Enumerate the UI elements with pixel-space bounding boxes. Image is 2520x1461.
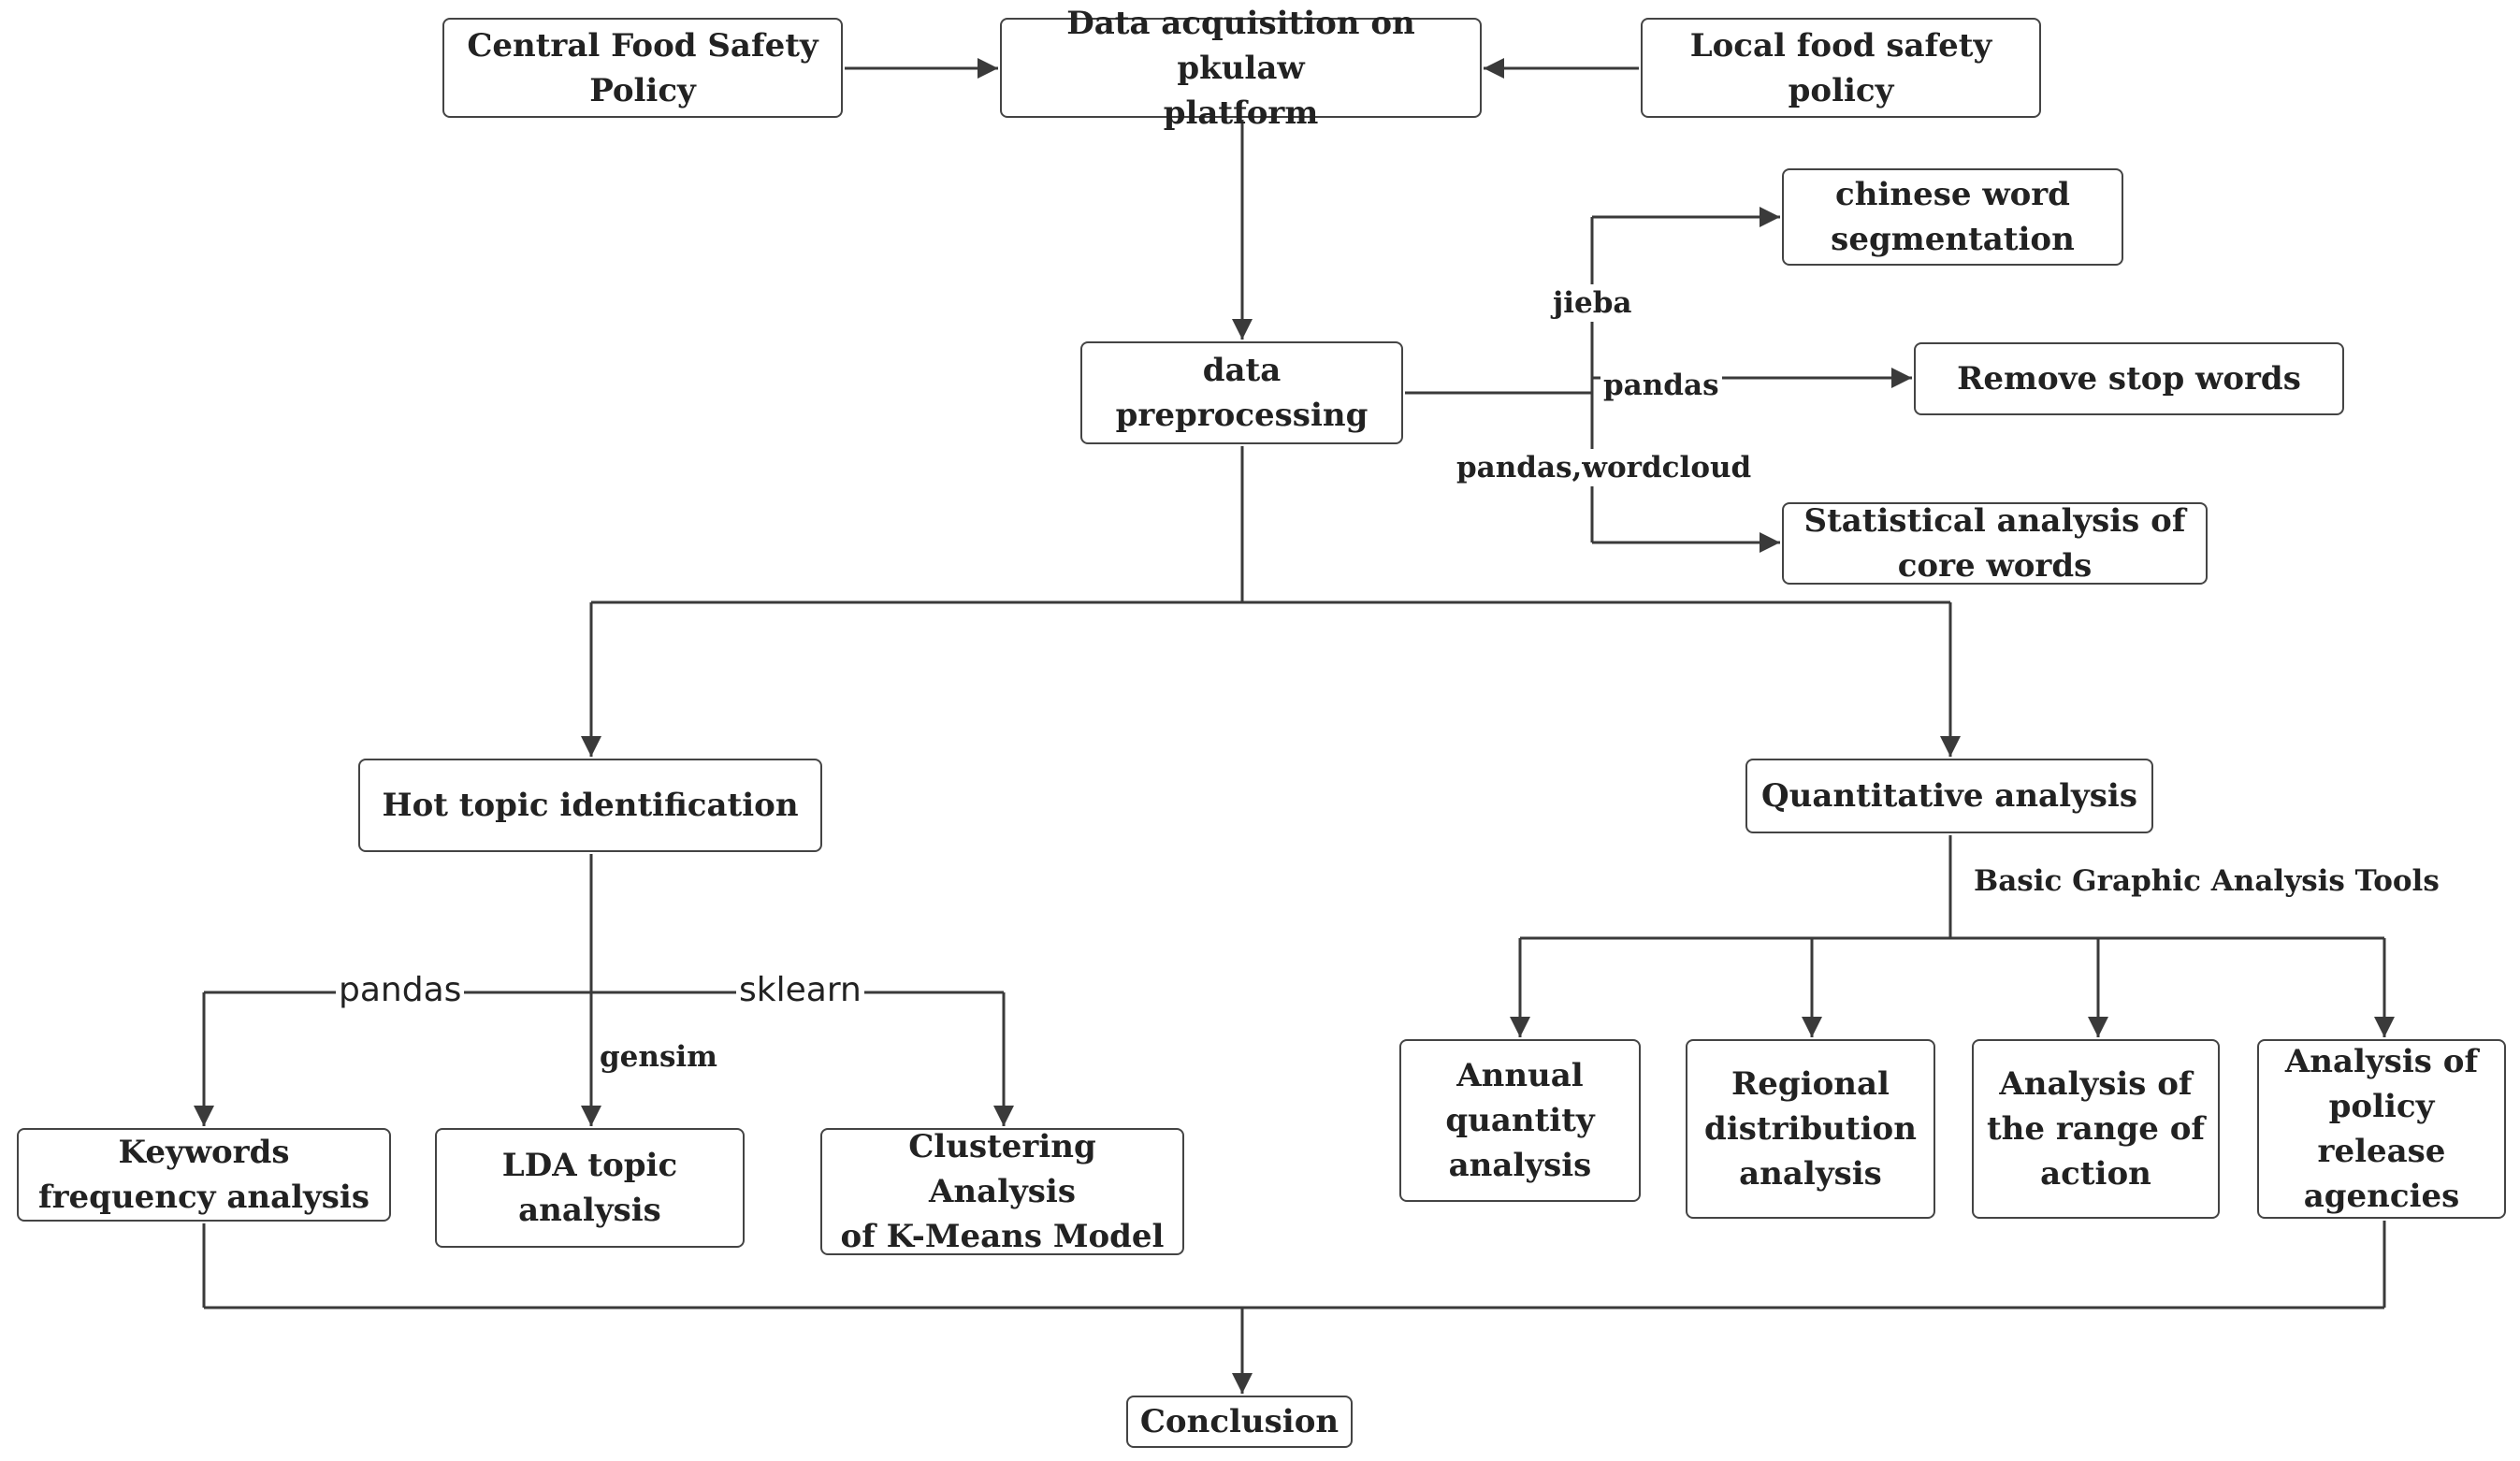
remove-stop-words-box: Remove stop words [1914,342,2344,415]
conclusion-box: Conclusion [1126,1396,1353,1448]
range-of-action-analysis-label: Analysis of the range of action [1986,1065,2206,1193]
keywords-frequency-analysis-box: Keywords frequency analysis [17,1128,391,1222]
regional-distribution-analysis-label: Regional distribution analysis [1704,1065,1917,1193]
annual-quantity-analysis-label: Annual quantity analysis [1445,1057,1595,1184]
lda-topic-analysis-label: LDA topic analysis [501,1147,678,1229]
regional-distribution-analysis-box: Regional distribution analysis [1686,1039,1935,1219]
jieba-tool-label: jieba [1550,284,1635,322]
data-acquisition-label: Data acquisition on pkulaw platform [1066,4,1415,132]
lda-topic-analysis-box: LDA topic analysis [435,1128,745,1248]
statistical-analysis-box: Statistical analysis of core words [1782,502,2208,585]
pandas-wordcloud-tool-label: pandas,wordcloud [1454,449,1755,486]
hot-topic-identification-label: Hot topic identification [382,787,799,824]
quantitative-analysis-box: Quantitative analysis [1745,759,2153,833]
chinese-word-segmentation-label: chinese word segmentation [1831,176,2075,258]
annual-quantity-analysis-box: Annual quantity analysis [1399,1039,1641,1202]
remove-stop-words-label: Remove stop words [1957,360,2301,398]
quantitative-analysis-label: Quantitative analysis [1761,777,2137,815]
sklearn-tool-label: sklearn [736,972,864,1009]
keywords-frequency-analysis-label: Keywords frequency analysis [38,1134,369,1216]
policy-release-agencies-analysis-label: Analysis of policy release agencies [2284,1043,2479,1215]
central-food-safety-policy-label: Central Food Safety Policy [467,26,818,109]
data-preprocessing-box: data preprocessing [1080,341,1403,444]
local-food-safety-policy-box: Local food safety policy [1641,18,2041,118]
central-food-safety-policy-box: Central Food Safety Policy [442,18,843,118]
chinese-word-segmentation-box: chinese word segmentation [1782,168,2123,266]
policy-release-agencies-analysis-box: Analysis of policy release agencies [2257,1039,2506,1219]
clustering-analysis-box: Clustering Analysis of K-Means Model [820,1128,1184,1255]
pandas-keywords-tool-label: pandas [336,972,465,1009]
gensim-tool-label: gensim [597,1038,720,1076]
data-acquisition-box: Data acquisition on pkulaw platform [1000,5,1482,132]
data-preprocessing-label: data preprocessing [1115,352,1369,434]
basic-graphic-analysis-tools-label: Basic Graphic Analysis Tools [1971,862,2442,900]
pandas-stopwords-tool-label: pandas [1600,367,1722,404]
local-food-safety-policy-label: Local food safety policy [1689,26,1992,109]
range-of-action-analysis-box: Analysis of the range of action [1972,1039,2220,1219]
statistical-analysis-label: Statistical analysis of core words [1803,502,2186,585]
hot-topic-identification-box: Hot topic identification [358,759,822,852]
clustering-analysis-label: Clustering Analysis of K-Means Model [840,1128,1165,1255]
conclusion-label: Conclusion [1139,1403,1340,1440]
